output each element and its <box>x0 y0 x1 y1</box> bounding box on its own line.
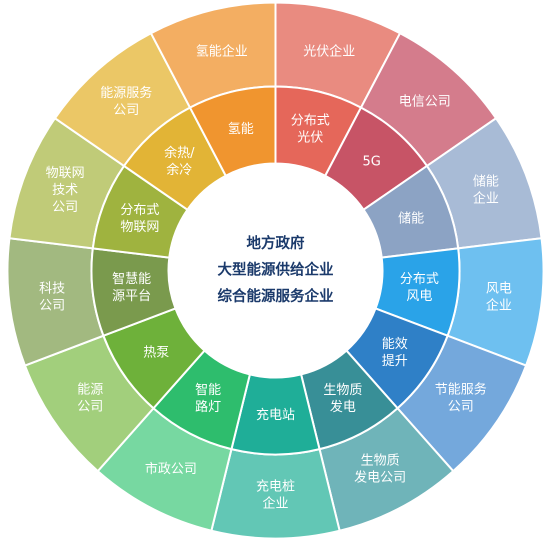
inner-label-5-1: 发电 <box>330 399 356 415</box>
outer-label-3-1: 企业 <box>486 298 512 314</box>
inner-label-3-0: 分布式 <box>400 272 439 287</box>
inner-label-7-1: 路灯 <box>195 399 221 415</box>
outer-label-9-0: 科技 <box>39 282 65 297</box>
outer-label-11-0: 能源服务 <box>100 85 152 101</box>
outer-label-3-0: 风电 <box>486 282 512 297</box>
outer-label-8-0: 能源 <box>77 382 103 397</box>
outer-ring: 光伏企业电信公司储能企业风电企业节能服务公司生物质发电公司充电桩企业市政公司能源… <box>6 1 545 540</box>
outer-label-6-0: 充电桩 <box>256 479 295 495</box>
inner-label-11-1: 余冷 <box>166 162 192 178</box>
outer-label-1-0: 电信公司 <box>399 95 451 110</box>
inner-label-5-0: 生物质 <box>323 383 362 398</box>
outer-label-8-1: 公司 <box>77 399 103 414</box>
outer-label-10-2: 公司 <box>52 200 78 215</box>
outer-label-4-0: 节能服务 <box>435 381 487 397</box>
outer-label-5-0: 生物质 <box>361 454 400 469</box>
outer-label-9-1: 公司 <box>39 299 65 314</box>
center-disc <box>168 163 383 378</box>
inner-ring: 分布式光伏5G储能分布式风电能效提升生物质发电充电站智能路灯热泵智慧能源平台分布… <box>90 85 461 456</box>
inner-label-6-0: 充电站 <box>256 407 295 423</box>
inner-label-0-0: 分布式 <box>291 114 330 129</box>
outer-label-10-0: 物联网 <box>46 166 85 181</box>
inner-label-9-0: 智慧能 <box>112 271 151 287</box>
outer-label-5-1: 发电公司 <box>354 470 406 486</box>
center-line-1: 地方政府 <box>247 234 305 252</box>
inner-label-0-1: 光伏 <box>297 131 323 146</box>
inner-label-2-0: 储能 <box>398 212 424 227</box>
inner-label-9-1: 源平台 <box>112 289 151 304</box>
outer-label-6-1: 企业 <box>262 496 288 512</box>
outer-label-4-1: 公司 <box>448 399 474 414</box>
inner-label-1-0: 5G <box>363 155 381 170</box>
inner-label-12-0: 氢能 <box>228 122 254 137</box>
outer-label-12-0: 氢能企业 <box>196 44 248 60</box>
outer-label-11-1: 公司 <box>113 103 139 118</box>
inner-label-8-0: 热泵 <box>143 345 169 360</box>
inner-label-10-0: 分布式 <box>120 203 159 218</box>
inner-label-7-0: 智能 <box>195 383 221 398</box>
center-line-2: 大型能源供给企业 <box>218 261 334 279</box>
outer-label-2-0: 储能 <box>473 175 499 190</box>
outer-label-2-1: 企业 <box>473 191 499 207</box>
inner-label-4-1: 提升 <box>382 353 408 369</box>
inner-label-11-0: 余热/ <box>164 145 195 161</box>
outer-label-10-1: 技术 <box>52 183 78 198</box>
center-line-3: 综合能源服务企业 <box>218 287 334 305</box>
outer-label-0-0: 光伏企业 <box>303 44 355 60</box>
inner-label-4-0: 能效 <box>382 337 408 352</box>
outer-label-7-0: 市政公司 <box>145 461 197 477</box>
inner-label-10-1: 物联网 <box>120 220 159 235</box>
inner-label-3-1: 风电 <box>406 289 432 304</box>
